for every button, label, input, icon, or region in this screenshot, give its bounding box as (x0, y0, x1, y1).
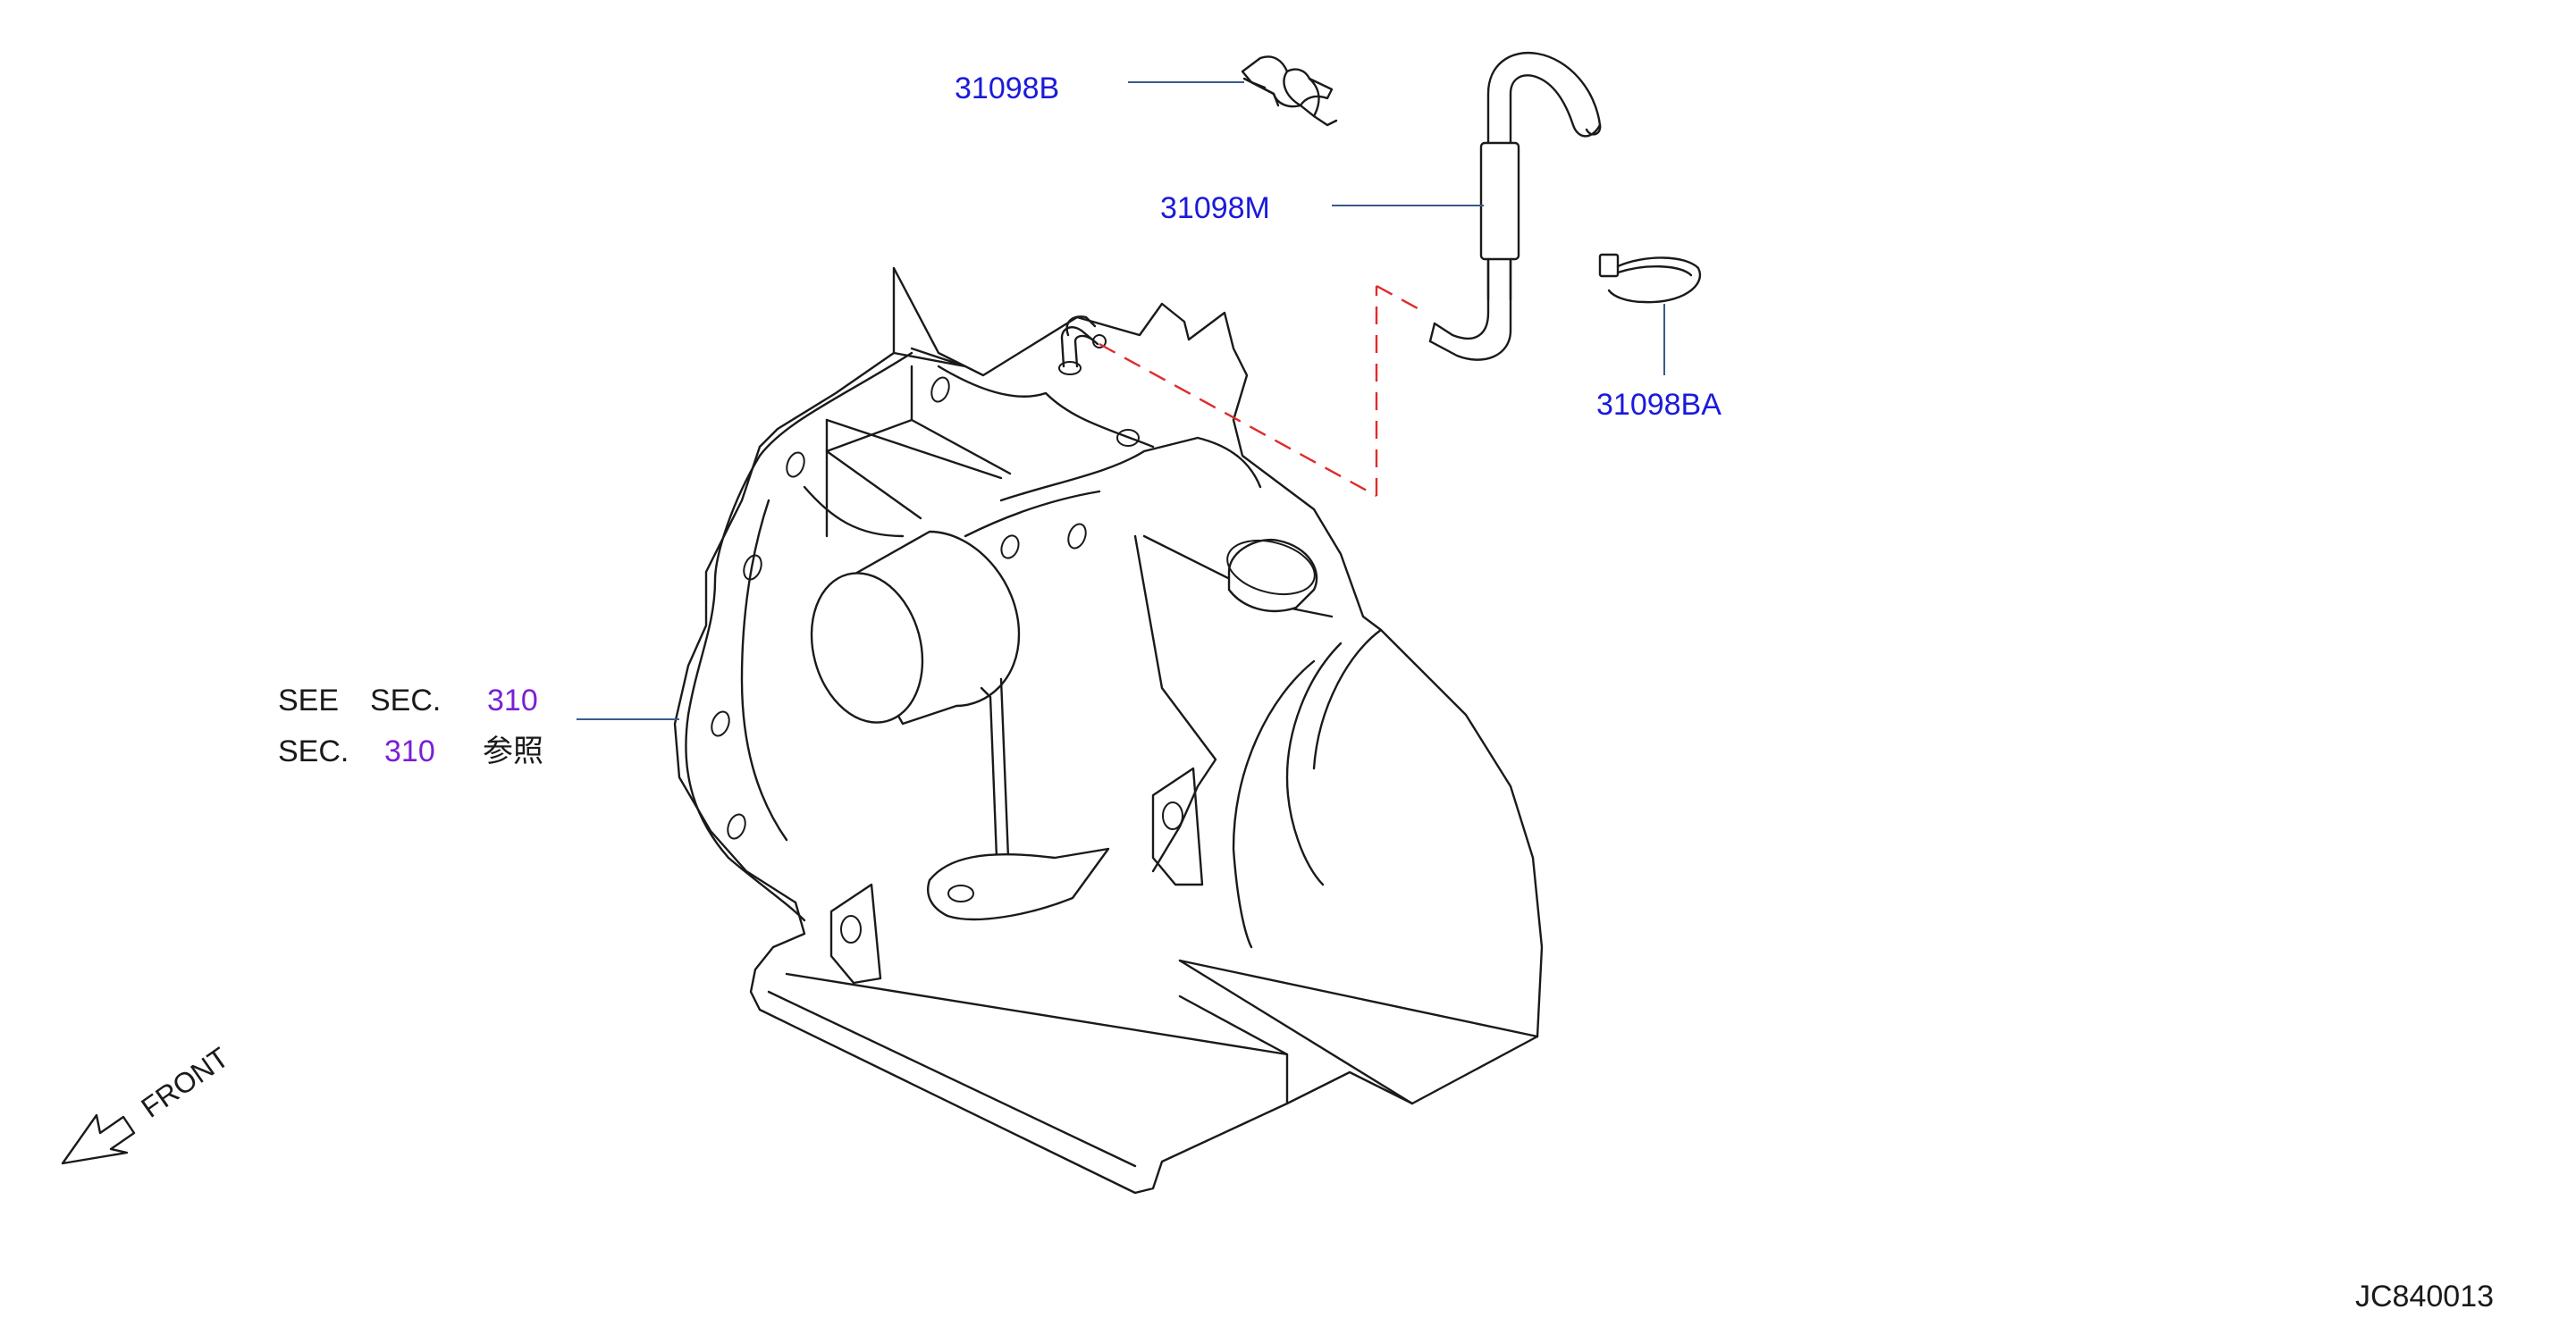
see-text: SEE (278, 684, 339, 718)
part-label-clip[interactable]: 31098B (955, 71, 1059, 105)
part-label-clamp[interactable]: 31098BA (1596, 388, 1722, 422)
leader-lines (577, 81, 1665, 720)
section-number-jp[interactable]: 310 (384, 734, 435, 768)
part-label-hose[interactable]: 31098M (1160, 191, 1270, 225)
section-reference: SEE SEC. 310 SEC. 310 参照 (278, 684, 543, 768)
section-number-en[interactable]: 310 (487, 684, 538, 718)
breather-hose (1428, 51, 1602, 361)
japanese-reference-text: 参照 (483, 734, 543, 768)
hose-clip (1241, 55, 1338, 127)
diagram-id: JC840013 (2355, 1280, 2494, 1313)
hose-clamp (1598, 253, 1702, 304)
transmission-assembly (673, 266, 1544, 1195)
connection-dash-lines (1099, 284, 1427, 498)
sec-text-en: SEC. (370, 684, 441, 718)
front-direction-indicator: FRONT (61, 1041, 234, 1165)
sec-text-jp: SEC. (278, 734, 349, 768)
front-arrow-icon (61, 1113, 136, 1165)
front-label: FRONT (135, 1041, 234, 1124)
